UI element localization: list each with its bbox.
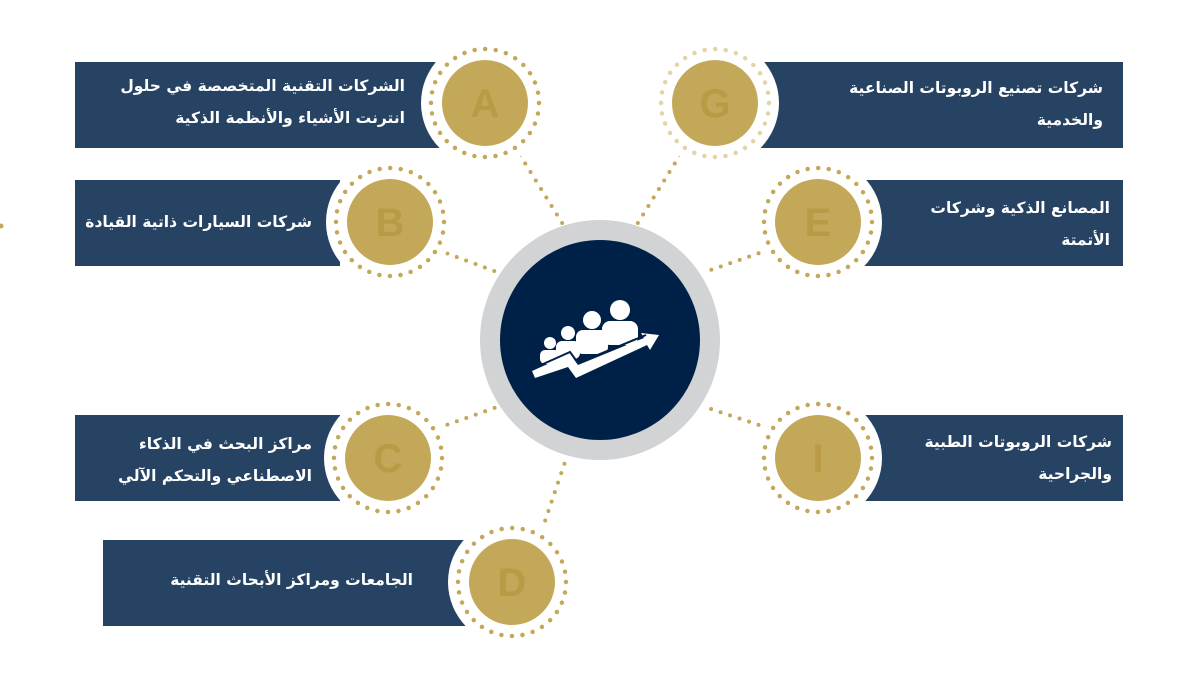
connector-g [634, 153, 682, 228]
dotted-ring [761, 401, 875, 515]
connector-a [518, 153, 566, 228]
label-e-line2: الأتمتة [1061, 231, 1110, 249]
node-letter: C [374, 437, 403, 481]
node-letter: D [498, 561, 527, 605]
dotted-ring [333, 165, 447, 279]
label-i-line1: شركات الروبوتات الطبية [924, 433, 1112, 451]
label-g-line1: شركات تصنيع الروبوتات الصناعية [849, 79, 1103, 97]
connector-c [436, 405, 499, 430]
label-c-line2: الاصطناعي والتحكم الآلي [118, 467, 312, 485]
node-letter: A [471, 82, 500, 126]
label-e: المصانع الذكية وشركات الأتمتة [930, 192, 1110, 256]
label-c-line1: مراكز البحث في الذكاء [138, 435, 312, 453]
team-growth-arrow-icon [532, 300, 659, 378]
label-d: الجامعات ومراكز الأبحاث التقنية [170, 564, 413, 596]
bar-a [75, 62, 445, 148]
node-b: B [326, 158, 454, 286]
label-d-line1: الجامعات ومراكز الأبحاث التقنية [170, 571, 413, 589]
bar-i [860, 415, 1123, 501]
connector-d [540, 460, 567, 532]
node-disc [345, 415, 431, 501]
label-g: شركات تصنيع الروبوتات الصناعية والخدمية [849, 72, 1103, 136]
bar-d [103, 540, 468, 626]
label-a-line2: انترنت الأشياء والأنظمة الذكية [175, 109, 405, 127]
bar-b [75, 180, 340, 266]
node-disc [347, 179, 433, 265]
dotted-ring [331, 401, 445, 515]
label-a: الشركات التقنية المتخصصة في حلول انترنت ا… [120, 70, 405, 134]
dotted-ring [428, 46, 542, 160]
label-b: شركات السيارات ذاتية القيادة [85, 206, 312, 238]
label-e-line1: المصانع الذكية وشركات [930, 199, 1110, 217]
node-letter: B [376, 201, 405, 245]
label-c: مراكز البحث في الذكاء الاصطناعي والتحكم ا… [118, 428, 312, 492]
connector-e [703, 248, 770, 274]
node-disc [775, 179, 861, 265]
node-i: I [754, 394, 882, 522]
connector-i [703, 405, 770, 430]
node-disc [442, 60, 528, 146]
dotted-ring [658, 46, 772, 160]
node-disc [672, 60, 758, 146]
node-d: D [448, 518, 576, 646]
bar-g [755, 62, 1123, 148]
node-disc [469, 539, 555, 625]
label-b-line1: شركات السيارات ذاتية القيادة [85, 213, 312, 231]
node-g: G [651, 39, 779, 167]
dotted-ring [455, 525, 569, 639]
node-letter: I [812, 437, 823, 481]
label-i-line2: والجراحية [1038, 465, 1112, 483]
label-i: شركات الروبوتات الطبية والجراحية [924, 426, 1112, 490]
node-a: A [421, 39, 549, 167]
edge-dot [0, 223, 4, 229]
node-letter: G [699, 82, 730, 126]
bar-e [860, 180, 1123, 266]
node-e: E [754, 158, 882, 286]
label-g-line2: والخدمية [1036, 111, 1103, 129]
connector-b [436, 248, 499, 274]
bar-c [75, 415, 340, 501]
label-a-line1: الشركات التقنية المتخصصة في حلول [120, 77, 405, 95]
dotted-ring [761, 165, 875, 279]
node-letter: E [805, 201, 832, 245]
node-disc [775, 415, 861, 501]
node-c: C [324, 394, 452, 522]
